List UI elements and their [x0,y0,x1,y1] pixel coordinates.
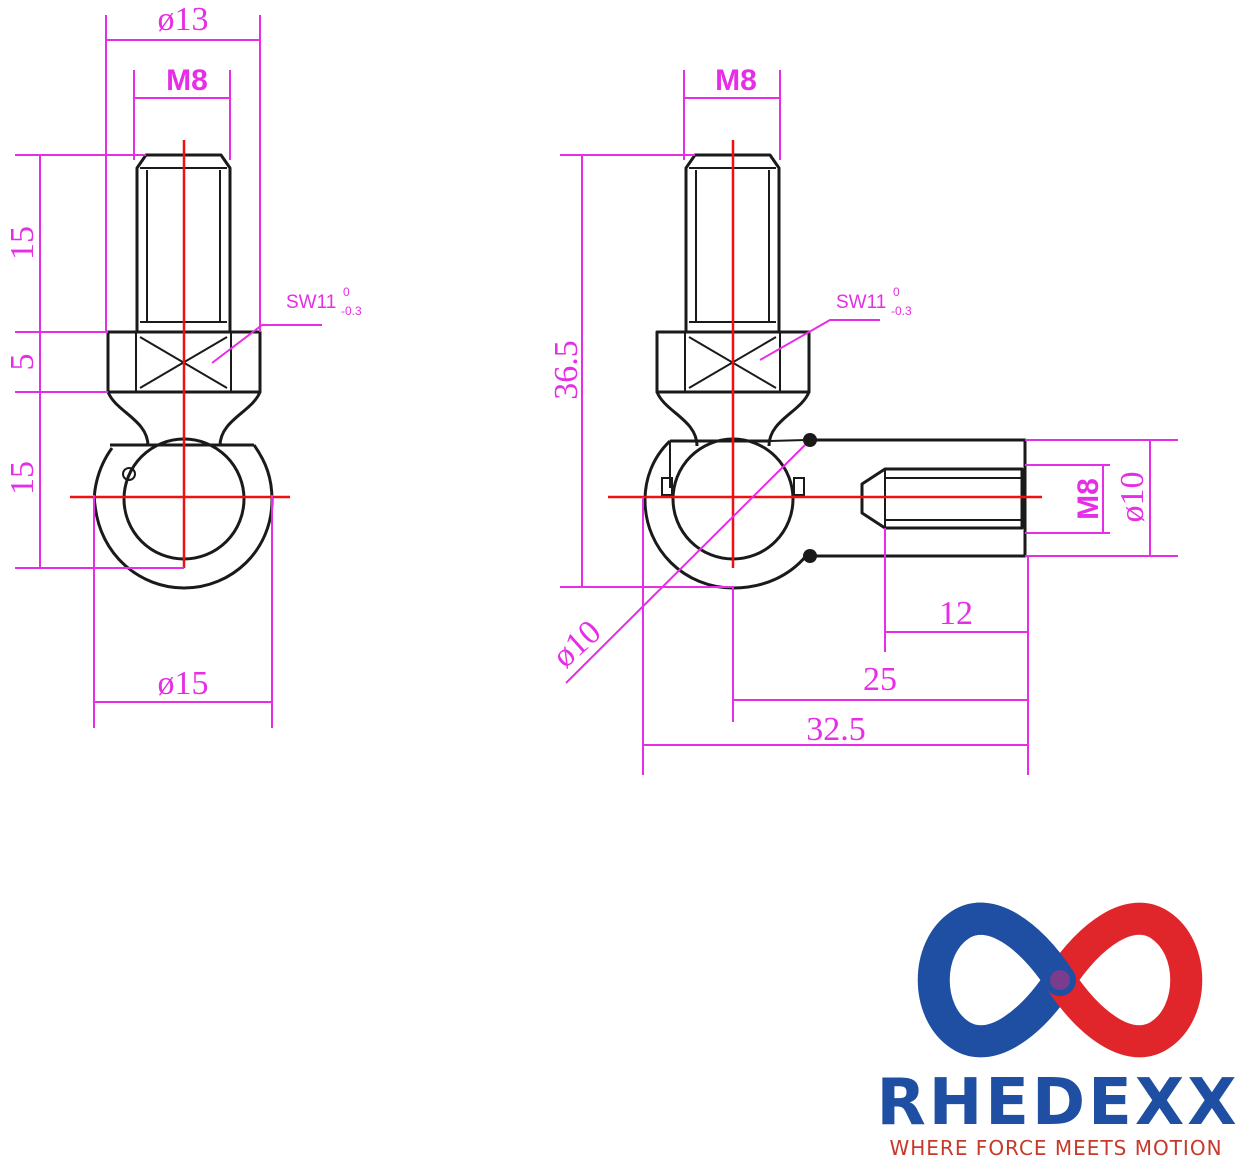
brand-tagline: WHERE FORCE MEETS MOTION [889,1136,1222,1160]
infinity-logo-icon [917,902,1203,1058]
side-wrench-tol-lower: -0.3 [891,304,912,318]
front-view-centerlines [70,140,290,568]
front-hex-height-label: 5 [4,354,41,371]
side-view-dimension-lines [560,70,1178,775]
brand-name: RHEDEXX [876,1066,1239,1140]
front-thread-length-label: 15 [4,226,41,260]
side-ball-diameter-label: ø10 [546,613,609,675]
front-wrench-tol-lower: -0.3 [341,304,362,318]
front-wrench-tol-upper: 0 [343,285,350,299]
side-thread-depth-label: 12 [939,595,973,632]
side-view-part-outline [643,153,1027,590]
front-view: ø13 M8 15 5 15 ø15 SW11 0 -0.3 [4,1,362,728]
side-center-to-end-label: 25 [863,661,897,698]
side-wrench-tol-upper: 0 [893,285,900,299]
side-overall-length-label: 32.5 [806,711,866,748]
front-outer-diameter-label: ø13 [158,1,209,38]
side-total-height-label: 36.5 [548,340,585,400]
side-thread-label: M8 [715,64,757,97]
front-ball-diameter-label: ø15 [158,665,209,702]
side-wrench-size-label: SW11 [836,292,886,313]
front-view-dimension-lines [15,15,322,728]
rhedexx-logo: RHEDEXX WHERE FORCE MEETS MOTION [876,902,1239,1160]
front-wrench-size-label: SW11 [286,292,336,313]
side-view-centerlines [608,140,1042,568]
side-view: M8 36.5 SW11 0 -0.3 M8 ø10 ø10 12 25 32.… [546,64,1178,775]
side-socket-thread-label: M8 [1072,478,1105,520]
front-thread-label: M8 [166,64,208,97]
front-ball-height-label: 15 [4,461,41,495]
side-socket-diameter-label: ø10 [1114,472,1151,523]
